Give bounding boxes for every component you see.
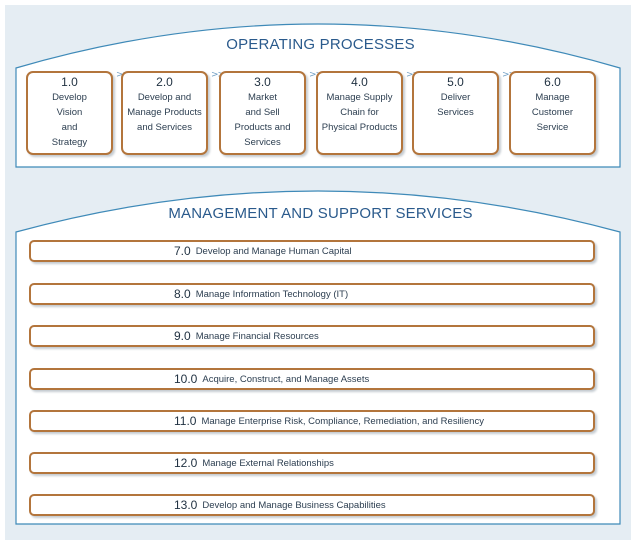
process-number: 4.0 [351,75,368,89]
process-number: 2.0 [156,75,173,89]
service-number: 7.0 [174,244,191,258]
service-label: Manage Enterprise Risk, Compliance, Reme… [201,415,484,427]
service-label: Manage Financial Resources [195,330,319,342]
management-services-title: MANAGEMENT AND SUPPORT SERVICES [168,205,473,222]
service-number: 8.0 [174,287,191,301]
service-number: 13.0 [174,498,198,512]
process-arrow-icon: >> [211,70,225,80]
service-label: Develop and Manage Human Capital [195,245,352,257]
management-panel-outline [15,190,621,525]
service-number: 9.0 [174,329,191,343]
process-number: 6.0 [544,75,561,89]
service-label: Develop and Manage Business Capabilities [202,499,386,511]
service-row-7-0: 7.0 Develop and Manage Human Capital [29,240,595,262]
process-number: 1.0 [61,75,78,89]
service-row-10-0: 10.0 Acquire, Construct, and Manage Asset… [29,368,595,390]
service-label: Manage Information Technology (IT) [195,288,349,300]
process-label: Develop Vision and Strategy [51,92,88,148]
process-label: Deliver Services [437,92,474,118]
process-number: 3.0 [254,75,271,89]
service-number: 10.0 [174,372,198,386]
service-row-11-0: 11.0 Manage Enterprise Risk, Compliance, … [29,410,595,432]
process-label: Market and Sell Products and Services [234,92,291,148]
service-label: Acquire, Construct, and Manage Assets [202,373,370,385]
service-row-8-0: 8.0 Manage Information Technology (IT) [29,283,595,305]
service-row-13-0: 13.0 Develop and Manage Business Capabili… [29,494,595,516]
process-label: Manage Customer Service [531,92,574,133]
service-row-9-0: 9.0 Manage Financial Resources [29,325,595,347]
service-row-12-0: 12.0 Manage External Relationships [29,452,595,474]
process-number: 5.0 [447,75,464,89]
service-number: 12.0 [174,456,198,470]
operating-processes-title: OPERATING PROCESSES [226,36,415,53]
process-label: Develop and Manage Products and Services [127,92,202,133]
service-label: Manage External Relationships [202,457,334,469]
process-label: Manage Supply Chain for Physical Product… [321,92,398,133]
service-number: 11.0 [174,414,197,428]
